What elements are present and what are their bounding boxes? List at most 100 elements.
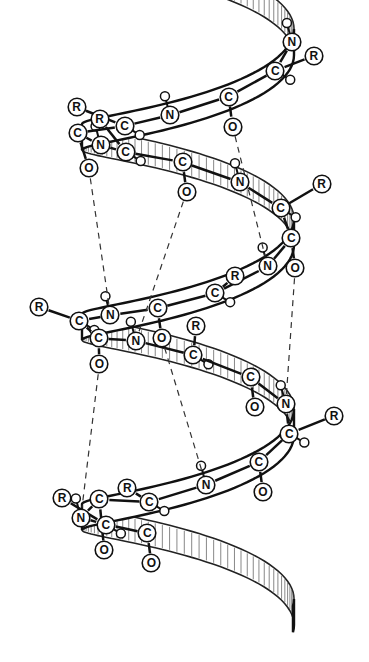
ribbon-front — [82, 29, 294, 632]
atom-symbol: C — [285, 428, 294, 440]
atom-circle: O — [89, 354, 109, 374]
atom-ring — [250, 453, 268, 471]
covalent-bond — [134, 118, 160, 124]
covalent-bond — [159, 488, 197, 499]
covalent-bond — [287, 414, 288, 423]
atom-ring — [305, 47, 323, 65]
covalent-bond — [89, 317, 100, 319]
atom-symbol: R — [231, 270, 240, 282]
ribbon-band — [82, 504, 294, 625]
ribbon-hatch — [148, 142, 149, 165]
ribbon-band — [82, 219, 294, 340]
covalent-bond — [184, 172, 185, 182]
covalent-bond — [192, 165, 231, 179]
atom-ring — [91, 491, 109, 509]
ribbon-hatch — [264, 563, 265, 586]
atom-ring — [68, 98, 86, 116]
covalent-bond — [120, 310, 147, 314]
atom-ring — [206, 284, 224, 302]
ribbon-hatch — [162, 525, 163, 548]
atom-circle: O — [152, 328, 172, 348]
covalent-bond — [284, 218, 288, 229]
atom-ring — [80, 160, 98, 178]
atom-symbol: C — [75, 315, 84, 327]
atom-symbol: O — [250, 401, 259, 413]
hydrogen-atom — [116, 529, 125, 538]
atom-circle: R — [225, 266, 245, 286]
covalent-bond — [280, 51, 287, 62]
ribbon-hatch — [220, 162, 221, 185]
atom-ring — [30, 298, 48, 316]
atom-circle: C — [241, 367, 261, 387]
atom-symbol: R — [192, 320, 201, 332]
atom-symbol: C — [211, 287, 220, 299]
atom-circle: C — [219, 87, 239, 107]
atom-circle: C — [137, 523, 157, 543]
atom-symbol: C — [276, 202, 285, 214]
atom-ring — [277, 396, 295, 414]
atom-symbol: N — [76, 512, 85, 524]
atom-circle: O — [177, 182, 197, 202]
covalent-bond — [230, 106, 231, 116]
hydrogen-atom — [231, 159, 240, 168]
hydrogen-bond — [286, 278, 294, 394]
hydrogen-atom — [126, 317, 135, 326]
atom-ring — [313, 175, 331, 193]
atom-circle: N — [230, 172, 250, 192]
ribbon-hatch — [264, 183, 265, 206]
atom-ring — [266, 62, 284, 80]
ribbon-hatch — [258, 559, 259, 582]
atom-symbol: R — [58, 492, 67, 504]
ribbon-hatch — [234, 548, 235, 571]
atom-ring — [224, 118, 242, 136]
covalent-bond — [86, 138, 91, 141]
atom-circle: R — [90, 109, 110, 129]
atom-ring — [119, 479, 137, 497]
atom-symbol: C — [287, 232, 296, 244]
atom-ring — [246, 399, 264, 417]
atom-ring — [72, 509, 90, 527]
atom-circle: C — [148, 298, 168, 318]
atom-circle: C — [96, 515, 116, 535]
ribbon-hatch — [176, 529, 177, 552]
atom-circle: C — [205, 283, 225, 303]
ribbon-hatch — [169, 147, 170, 170]
atom-circle: C — [279, 424, 299, 444]
atom-symbol: R — [72, 101, 81, 113]
atom-circle: C — [265, 61, 285, 81]
atom-ring — [117, 143, 135, 161]
covalent-bond — [81, 143, 86, 159]
ribbon-hatch — [241, 0, 242, 3]
ribbon-hatch — [273, 379, 274, 402]
ribbon-hatch — [206, 157, 207, 180]
ribbon-hatch — [247, 0, 248, 6]
atom-symbol: N — [236, 176, 245, 188]
atom-circle: R — [29, 297, 49, 317]
ribbon-hatch — [269, 566, 270, 589]
atom-symbol: R — [330, 410, 339, 422]
atom-symbol: C — [271, 65, 280, 77]
covalent-bond — [87, 328, 91, 332]
atom-symbol: R — [95, 113, 104, 125]
covalent-bond — [90, 520, 96, 522]
atom-circle: N — [276, 394, 296, 414]
hydrogen-atom — [300, 438, 309, 447]
atom-circle: C — [89, 489, 109, 509]
atom-ring — [143, 554, 161, 572]
ribbon-hatch — [234, 358, 235, 381]
atom-circle: R — [186, 316, 206, 336]
ribbon-hatch — [206, 537, 207, 560]
atom-ring — [174, 153, 192, 171]
hydrogen-atom — [286, 75, 295, 84]
atom-ring — [283, 33, 301, 51]
ribbon-band — [206, 0, 294, 55]
atom-ring — [242, 369, 260, 387]
atom-symbol: N — [281, 398, 290, 410]
atom-circle: O — [223, 117, 243, 137]
covalent-bond — [299, 419, 325, 429]
ribbon-hatch — [234, 0, 235, 1]
atom-symbol: N — [288, 36, 297, 48]
atom-ring — [116, 117, 134, 135]
covalent-bond — [223, 283, 228, 287]
hydrogen-atom — [226, 298, 235, 307]
